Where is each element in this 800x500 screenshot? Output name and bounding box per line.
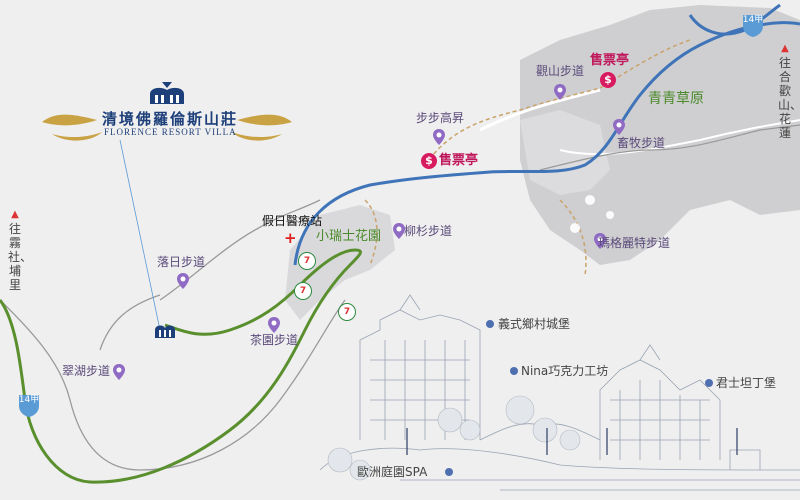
trail-4 (364, 199, 378, 266)
arrow-up-icon: ▲ (11, 209, 19, 220)
label-ticket-booth-1: 售票亭 (439, 153, 479, 168)
logo-leader (119, 139, 161, 331)
map-pin-icon[interactable] (432, 128, 446, 146)
castle-illustration (319, 294, 800, 491)
white-road-1 (479, 88, 601, 132)
resort-location-icon[interactable] (153, 322, 177, 340)
attraction-dot-icon[interactable] (705, 379, 713, 387)
map-pin-icon[interactable] (392, 222, 406, 240)
label-pasture-trail: 畜牧步道 (617, 136, 666, 150)
label-euro-garden-spa: 歐洲庭園SPA (357, 465, 428, 479)
road-label-wushe: ▲ 往霧社、埔里 (8, 208, 32, 292)
convenience-store-icon[interactable]: 7 (294, 282, 312, 300)
logo-ornament (42, 82, 292, 141)
shield-icon (19, 395, 39, 417)
label-holiday-clinic: 假日醫療站 (262, 214, 323, 228)
grey-road-3 (99, 294, 161, 351)
label-ticket-booth-2: 售票亭 (590, 53, 630, 68)
label-margaret-trail: 瑪格麗特步道 (598, 236, 671, 250)
label-constantine-castle: 君士坦丁堡 (716, 376, 777, 390)
route-shield-label: 14甲 (742, 15, 764, 25)
trail-2 (599, 39, 691, 89)
map-pin-icon[interactable] (593, 232, 607, 250)
label-willow-trail: 柳杉步道 (404, 224, 453, 238)
terrain-slope (520, 110, 610, 195)
label-tea-garden-trail: 茶園步道 (250, 333, 299, 347)
label-swiss-castle: 義式鄉村城堡 (498, 317, 571, 331)
label-mountain-view-trail: 觀山步道 (536, 64, 585, 78)
clinic-cross-icon: + (284, 229, 297, 247)
logo-name-cn: 清境佛羅倫斯山莊 (102, 110, 239, 128)
map-pin-icon[interactable] (112, 363, 126, 381)
map-pin-icon[interactable] (267, 316, 281, 334)
map-pin-icon[interactable] (176, 272, 190, 290)
main-road (293, 21, 800, 266)
trail-3 (559, 199, 587, 276)
route-shield-label: 14甲 (18, 395, 40, 405)
label-qingqing-grassland: 青青草原 (648, 91, 704, 107)
map-pin-icon[interactable] (612, 118, 626, 136)
label-sunset-trail: 落日步道 (157, 255, 206, 269)
label-step-up-trail: 步步高昇 (416, 111, 465, 125)
route-shield-14a-east: 14甲 (740, 12, 766, 38)
tree-clusters (327, 395, 581, 481)
road-label-hehuan-text: 往合歡山、花蓮 (778, 56, 800, 140)
arrow-up-icon: ▲ (781, 43, 789, 54)
flower-decor (570, 195, 614, 233)
grey-road-4 (539, 124, 800, 171)
label-cuihu-trail: 翠湖步道 (62, 364, 111, 378)
attraction-dot-icon[interactable] (445, 468, 453, 476)
ticket-booth-icon[interactable]: $ (421, 153, 437, 169)
lamp-posts (406, 428, 738, 455)
road-label-wushe-text: 往霧社、埔里 (8, 222, 33, 292)
road-label-hehuan: ▲ 往合歡山、花蓮 (778, 42, 800, 140)
convenience-store-icon[interactable]: 7 (298, 252, 316, 270)
map-pin-icon[interactable] (553, 83, 567, 101)
attraction-dot-icon[interactable] (510, 367, 518, 375)
resort-logo[interactable]: 清境佛羅倫斯山莊 FLORENCE RESORT VILLA (42, 80, 292, 150)
grey-road (0, 299, 346, 471)
convenience-store-icon[interactable]: 7 (338, 303, 356, 321)
ticket-booth-icon[interactable]: $ (600, 72, 616, 88)
logo-name-en: FLORENCE RESORT VILLA (104, 127, 237, 137)
label-little-swiss-garden: 小瑞士花園 (316, 229, 382, 244)
label-nina-chocolate: Nina巧克力工坊 (521, 364, 609, 378)
terrain-hill (285, 205, 395, 320)
shield-icon (743, 15, 763, 37)
attraction-dot-icon[interactable] (486, 320, 494, 328)
green-route (0, 248, 362, 484)
trail-1 (424, 87, 601, 166)
route-shield-14a-west: 14甲 (16, 392, 42, 418)
